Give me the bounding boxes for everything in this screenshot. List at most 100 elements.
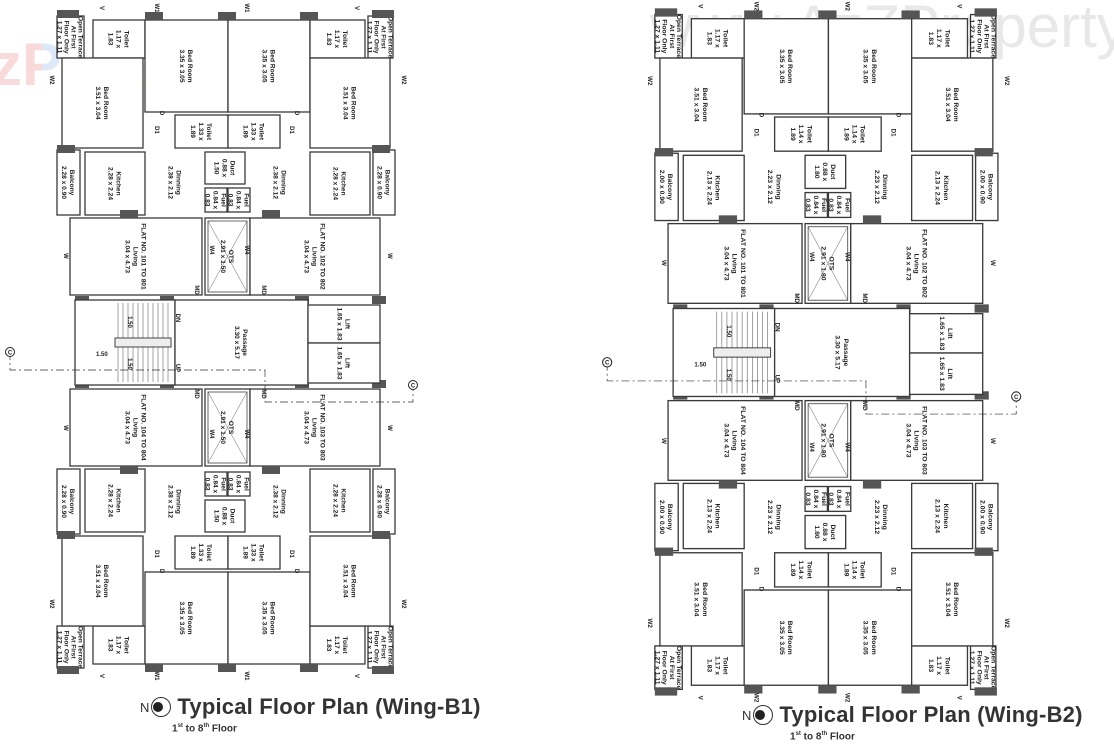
room-tl-terrace-label-line: Floor Only	[63, 21, 70, 54]
room-tc-toilet-l-label-line: 1.14 x	[797, 560, 804, 579]
room-tr-toilet-label-line: 1.17 x	[935, 29, 942, 48]
north-compass-icon	[151, 697, 172, 717]
room-tl-bed	[61, 57, 144, 149]
room-tc-bed-l-label-line: 3.35 x 3.05	[178, 602, 185, 635]
room-tr-terrace-label-line: 1.27 x 1.11	[968, 19, 975, 53]
room-tl-terrace-label-line: 1.27 x 1.11	[654, 19, 661, 53]
room-tr-terrace-label: Open TerraceAt FirstFloor Only1.27 x 1.1…	[968, 15, 996, 59]
room-passage-label-line: Passage	[241, 329, 248, 356]
room-duct-label-line: 1.50	[213, 162, 220, 175]
room-l-kitchen-label: Kitchen2.13 x 2.24	[705, 171, 720, 205]
room-l-balcony-label-line: Balcony	[666, 174, 673, 201]
ots-cross-line	[807, 226, 848, 301]
room-tr-bed-label: Bed Room3.51 x 3.04	[342, 565, 357, 598]
room-r-kitchen-label-line: 2.28 x 2.24	[332, 484, 339, 517]
room-tr-toilet-label: Toilet1.17 x1.83	[927, 656, 950, 675]
room-fuel-r	[827, 485, 852, 513]
room-tr-bed-label-line: 3.51 x 3.04	[342, 565, 349, 598]
room-lift2	[307, 342, 381, 384]
room-tc-bed-l-label: Bed Room3.35 x 3.05	[778, 49, 793, 83]
room-fuel-l-label-line: 0.83	[204, 194, 211, 207]
wall-pillar	[654, 687, 678, 696]
room-tc-bed-r-label-line: 3.35 x 3.05	[261, 50, 268, 83]
room-fuel-l	[804, 191, 829, 219]
plan-tag: W	[62, 425, 68, 431]
room-fuel-l	[804, 485, 829, 513]
room-tc-bed-l-label-line: Bed Room	[186, 50, 193, 83]
plan-tag: MD	[260, 389, 266, 399]
plan-tag: V	[955, 4, 962, 9]
plan-tag: W2	[646, 618, 653, 628]
room-r-balcony-label: Balcony2.28 x 0.90	[376, 485, 391, 518]
room-tc-toilet-r-label-line: 1.33 x	[250, 543, 257, 562]
plan-tag: MD	[260, 285, 266, 295]
wall-pillar	[145, 664, 163, 672]
room-l-balcony-label: Balcony2.28 x 0.90	[60, 485, 75, 518]
room-fuel-r-label-line: Fuel	[843, 492, 850, 506]
room-tr-toilet	[910, 645, 969, 686]
room-r-dining-label-line: 2.23 x 2.12	[873, 170, 880, 204]
room-l-living	[69, 217, 203, 296]
room-tc-toilet-l-label-line: 1.89	[189, 546, 196, 559]
room-tc-toilet-r-label-line: 1.89	[842, 127, 849, 141]
room-fuel-l-label: Fuel0.84 x0.83	[804, 489, 827, 508]
room-ots-label-line: 2.91 x 1.80	[820, 423, 827, 457]
room-r-kitchen	[309, 151, 371, 216]
room-tc-toilet-l	[174, 114, 229, 149]
room-duct-label: Duct0.88 x1.80	[813, 162, 836, 181]
room-tc-toilet-l-label-line: 1.14 x	[797, 125, 804, 144]
section-marker-label: C	[605, 360, 610, 367]
floor-range-wing-b1: 1st to 8th Floor	[172, 723, 237, 734]
room-tr-toilet-label-line: 1.17 x	[333, 30, 340, 49]
room-fuel-l	[204, 187, 228, 213]
room-tc-toilet-l-label-line: 1.89	[789, 563, 796, 577]
room-fuel-r-label-line: 0.84 x	[835, 489, 842, 508]
wall-pillar	[262, 210, 280, 218]
room-tl-bed-label: Bed Room3.51 x 3.04	[693, 582, 708, 616]
room-tc-bed-r	[827, 589, 913, 686]
stair-landing-rail	[713, 347, 772, 358]
room-fuel-l-label-line: 0.83	[204, 478, 211, 491]
room-tr-toilet-label: Toilet1.17 x1.83	[927, 29, 950, 48]
room-l-living-label-line: Living	[132, 418, 139, 437]
room-r-kitchen-label: Kitchen2.28 x 2.24	[332, 167, 347, 200]
room-tr-toilet-label: Toilet1.17 x1.83	[325, 30, 348, 49]
room-l-living	[69, 388, 203, 467]
room-tl-toilet-label-line: 1.17 x	[115, 30, 122, 49]
wall-pillar	[300, 12, 318, 20]
room-tr-toilet-label: Toilet1.17 x1.83	[325, 636, 348, 655]
room-tc-toilet-l-label-line: 1.89	[789, 127, 796, 141]
room-l-kitchen	[84, 151, 146, 216]
plan-tag: MD	[861, 293, 868, 303]
room-tc-toilet-l-label-line: 1.33 x	[197, 543, 204, 562]
wall-pillar	[818, 10, 837, 19]
room-r-living-label-line: 3.04 x 4.73	[904, 246, 911, 280]
room-tc-toilet-r-label: Toilet1.14 x1.89	[842, 125, 865, 144]
room-r-kitchen	[910, 154, 974, 222]
floor-from-sup: st	[177, 723, 183, 729]
room-passage-label: Passage3.30 x 5.17	[233, 326, 248, 359]
plan-tag: MD	[793, 401, 800, 411]
room-tr-toilet-label-line: 1.83	[927, 32, 934, 46]
room-tr-toilet-label-line: Toilet	[341, 636, 348, 654]
plan-tag: DN	[174, 314, 180, 323]
room-r-balcony-label: Balcony2.00 x 0.90	[978, 500, 993, 534]
room-r-balcony-label: Balcony2.00 x 0.90	[978, 170, 993, 204]
room-tr-terrace-label-line: At First	[982, 656, 989, 681]
room-r-dining-label-line: Dinning	[881, 174, 888, 199]
room-duct	[804, 514, 847, 550]
room-l-living-label: FLAT NO. 104 TO 804Living3.04 x 4.73	[723, 406, 746, 475]
room-fuel-l-label: Fuel0.84 x0.83	[204, 475, 227, 494]
room-fuel-l-label-line: Fuel	[220, 477, 227, 491]
room-tr-toilet-label-line: 1.17 x	[333, 636, 340, 655]
room-r-balcony-label-line: 2.28 x 0.90	[376, 166, 383, 199]
plan-tag: D1	[889, 129, 896, 138]
plan-tag: W1	[243, 672, 249, 682]
floor-plan-wing-b1: Open TerraceAt FirstFloor Only1.27 x 1.1…	[5, 4, 418, 682]
plan-tag: W	[660, 260, 667, 266]
room-l-living-label-line: Living	[132, 247, 139, 266]
ots-inner	[807, 403, 849, 478]
room-tr-terrace-label-line: At First	[380, 25, 387, 49]
room-tc-toilet-r-label-line: Toilet	[859, 561, 866, 579]
plan-tag: W	[386, 253, 392, 259]
